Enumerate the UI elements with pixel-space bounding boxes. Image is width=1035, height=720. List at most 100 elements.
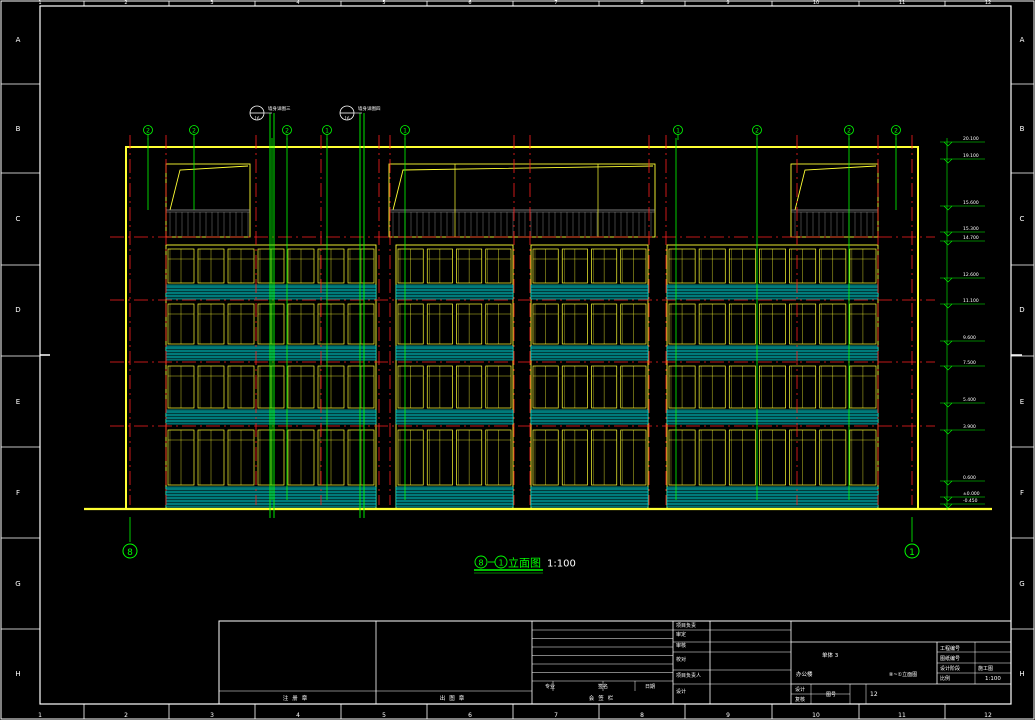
row-letter-right: B [1020, 125, 1025, 133]
elevation-label: 7.500 [963, 360, 976, 366]
elevation-label: 12.600 [963, 272, 979, 278]
section-ref-2-num: 16 [344, 116, 350, 121]
row-letter-left: B [16, 125, 21, 133]
col-number-bottom: 1 [38, 712, 42, 719]
sheet-label: 图号 [826, 692, 836, 698]
scale-value: 1:100 [985, 676, 1001, 682]
axis-bubble-right [904, 543, 920, 559]
stamp-label-register: 注册章 [283, 694, 312, 702]
elevation-marks: 20.100 19.100 15.600 15.300 14.700 12.600 11.1… [940, 136, 985, 510]
project-name: 办公楼 [796, 670, 813, 678]
axis-bubble-top-label: 2 [192, 128, 196, 135]
elevation-label: ±0.000 [963, 491, 980, 497]
stage-value: 施工图 [978, 665, 993, 672]
sign-header-major: 专业 [545, 683, 555, 690]
row-letter-left: D [15, 306, 20, 314]
col-number-bottom: 4 [296, 712, 300, 719]
row-letter-right: C [1020, 215, 1025, 223]
col-number-top: 6 [468, 0, 471, 6]
elevation-label: 0.600 [963, 475, 976, 481]
col-number-top: 8 [640, 0, 643, 6]
countersign-label: 会签栏 [589, 694, 618, 702]
col-number-bottom: 9 [726, 712, 730, 719]
axis-bubble-top-label: 2 [755, 128, 759, 135]
sign-header-date: 日期 [645, 684, 655, 690]
col-number-bottom: 8 [640, 712, 644, 719]
section-ref-1-text: 墙身详图三 [268, 105, 291, 112]
building-outline [125, 146, 919, 510]
elevation-label: 14.700 [963, 235, 979, 241]
col-number-top: 11 [899, 0, 905, 6]
stamp-label-issue: 出图章 [440, 694, 469, 702]
axis-bubble-top-label: 2 [146, 128, 150, 135]
title-text: 立面图 [508, 556, 541, 570]
approval-row-label: 项目负责人 [676, 672, 701, 679]
facade-block [395, 244, 514, 510]
label-project-no: 工程编号 [940, 645, 960, 652]
row-letter-left: F [16, 489, 20, 497]
elevation-label: 11.100 [963, 298, 979, 304]
col-number-bottom: 12 [984, 712, 992, 719]
axis-bubble-top-label: 1 [325, 128, 329, 135]
col-number-top: 3 [210, 0, 213, 6]
row-letter-left: E [16, 398, 20, 406]
col-number-top: 4 [296, 0, 299, 6]
col-number-top: 7 [554, 0, 557, 6]
drawing-title: 8 1 立面图 1:100 [474, 556, 576, 574]
col-number-top: 9 [726, 0, 729, 6]
row-letter-right: D [1019, 306, 1024, 314]
elevation-label: 5.400 [963, 397, 976, 403]
title-axis-left: 8 [478, 559, 483, 568]
col-number-bottom: 5 [382, 712, 386, 719]
elevation-label: 19.100 [963, 153, 979, 159]
section-ref-2: 16 墙身详图四 [339, 105, 381, 121]
col-number-top: 2 [124, 0, 127, 6]
elevation-label: -0.450 [963, 498, 978, 504]
elevation-label: 20.100 [963, 136, 979, 142]
sheet-row-1: 设计 [795, 686, 805, 693]
approval-row-label: 设计 [676, 688, 686, 695]
col-number-top: 5 [382, 0, 385, 6]
approval-row-label: 项目负责 [676, 622, 696, 629]
label-drawing-no: 图纸编号 [940, 655, 960, 662]
sign-header-name: 签名 [598, 683, 608, 690]
row-letter-left: G [15, 580, 20, 588]
section-ref-1: 16 墙身详图三 [249, 105, 291, 121]
axis-bubble-left-label: 8 [127, 548, 133, 558]
sheet-row-2: 复核 [795, 696, 805, 703]
row-letter-left: A [16, 36, 21, 44]
col-number-top: 10 [813, 0, 819, 6]
col-number-top: 1 [38, 0, 41, 6]
section-ref-1-num: 16 [254, 116, 260, 121]
axis-bubble-top-label: 1 [676, 128, 680, 135]
axis-bubble-top-label: 1 [403, 128, 407, 135]
axis-bubble-top-label: 2 [285, 128, 289, 135]
label-scale: 比例 [940, 675, 950, 682]
drawing-name: ⑧~①立面图 [889, 671, 917, 678]
facade-block [530, 244, 649, 510]
title-scale: 1:100 [547, 559, 576, 570]
elevation-label: 3.900 [963, 424, 976, 430]
col-number-top: 12 [985, 0, 991, 6]
elevation-label: 9.600 [963, 335, 976, 341]
section-ref-2-text: 墙身详图四 [358, 105, 381, 112]
elevation-label: 15.300 [963, 226, 979, 232]
axis-bubble-top-label: 2 [894, 128, 898, 135]
axis-bubble-left [122, 543, 138, 559]
col-number-bottom: 7 [554, 712, 558, 719]
sheet-number: 12 [870, 691, 878, 698]
row-letter-right: H [1019, 670, 1024, 678]
elevation-label: 15.600 [963, 200, 979, 206]
project-sub: 单体 3 [822, 651, 839, 659]
approval-row-label: 校对 [676, 656, 686, 663]
col-number-bottom: 10 [812, 712, 820, 719]
approval-row-label: 审核 [676, 642, 686, 649]
title-axis-right: 1 [498, 559, 503, 568]
col-number-bottom: 3 [210, 712, 214, 719]
